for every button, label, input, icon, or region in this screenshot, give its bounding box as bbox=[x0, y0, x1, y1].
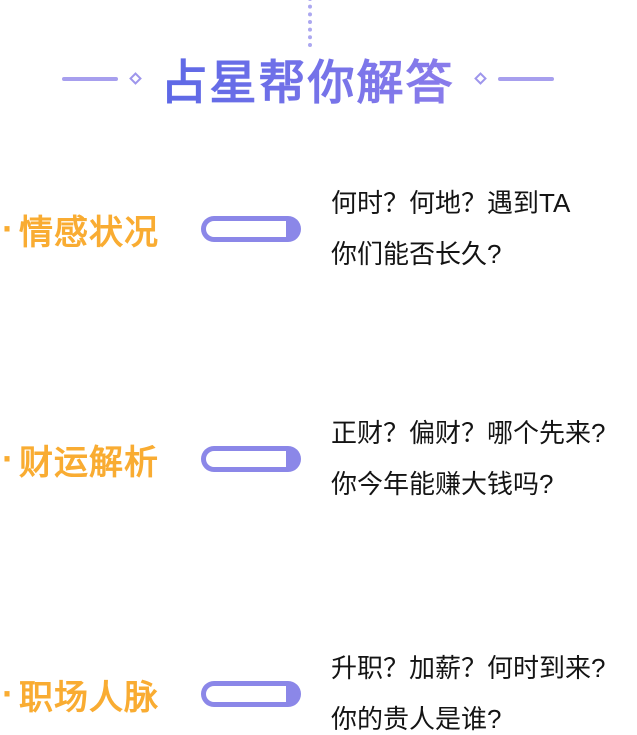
title-decor-line-right bbox=[497, 76, 554, 81]
section-questions-career: 升职？加薪？何时到来? 你的贵人是谁? bbox=[331, 643, 605, 735]
bullet-dot-icon: · bbox=[2, 673, 14, 714]
question-line: 正财？偏财？哪个先来? bbox=[331, 418, 606, 448]
section-label-text: 情感状况 bbox=[19, 213, 159, 252]
question-line: 何时？何地？遇到TA bbox=[331, 188, 571, 218]
section-love: · 情感状况 何时？何地？遇到TA 你们能否长久? bbox=[0, 178, 637, 280]
diamond-icon-right bbox=[473, 72, 487, 85]
bullet-dot-icon: · bbox=[2, 438, 14, 479]
title-decor-line-left bbox=[61, 76, 118, 81]
title-row: 占星帮你解答 bbox=[0, 44, 626, 113]
question-line: 你今年能赚大钱吗? bbox=[331, 469, 554, 499]
capsule-pointer-icon bbox=[201, 216, 301, 242]
section-questions-love: 何时？何地？遇到TA 你们能否长久? bbox=[331, 178, 570, 280]
section-wealth: · 财运解析 正财？偏财？哪个先来? 你今年能赚大钱吗? bbox=[0, 408, 637, 510]
question-line: 升职？加薪？何时到来? bbox=[331, 653, 606, 683]
section-label-wealth: · 财运解析 bbox=[2, 435, 159, 484]
page-title: 占星帮你解答 bbox=[161, 44, 455, 113]
section-label-career: · 职场人脉 bbox=[2, 670, 159, 719]
section-label-text: 职场人脉 bbox=[19, 678, 159, 717]
question-line: 你的贵人是谁? bbox=[331, 704, 502, 734]
bullet-dot-icon: · bbox=[2, 208, 14, 249]
question-line: 你们能否长久? bbox=[331, 239, 502, 269]
section-career: · 职场人脉 升职？加薪？何时到来? 你的贵人是谁? bbox=[0, 643, 637, 735]
capsule-pointer-icon bbox=[201, 681, 301, 707]
dotted-line-icon bbox=[308, 0, 312, 47]
section-label-text: 财运解析 bbox=[19, 443, 159, 482]
section-questions-wealth: 正财？偏财？哪个先来? 你今年能赚大钱吗? bbox=[331, 408, 605, 510]
diamond-icon-left bbox=[128, 72, 142, 85]
section-label-love: · 情感状况 bbox=[2, 205, 159, 254]
capsule-pointer-icon bbox=[201, 446, 301, 472]
